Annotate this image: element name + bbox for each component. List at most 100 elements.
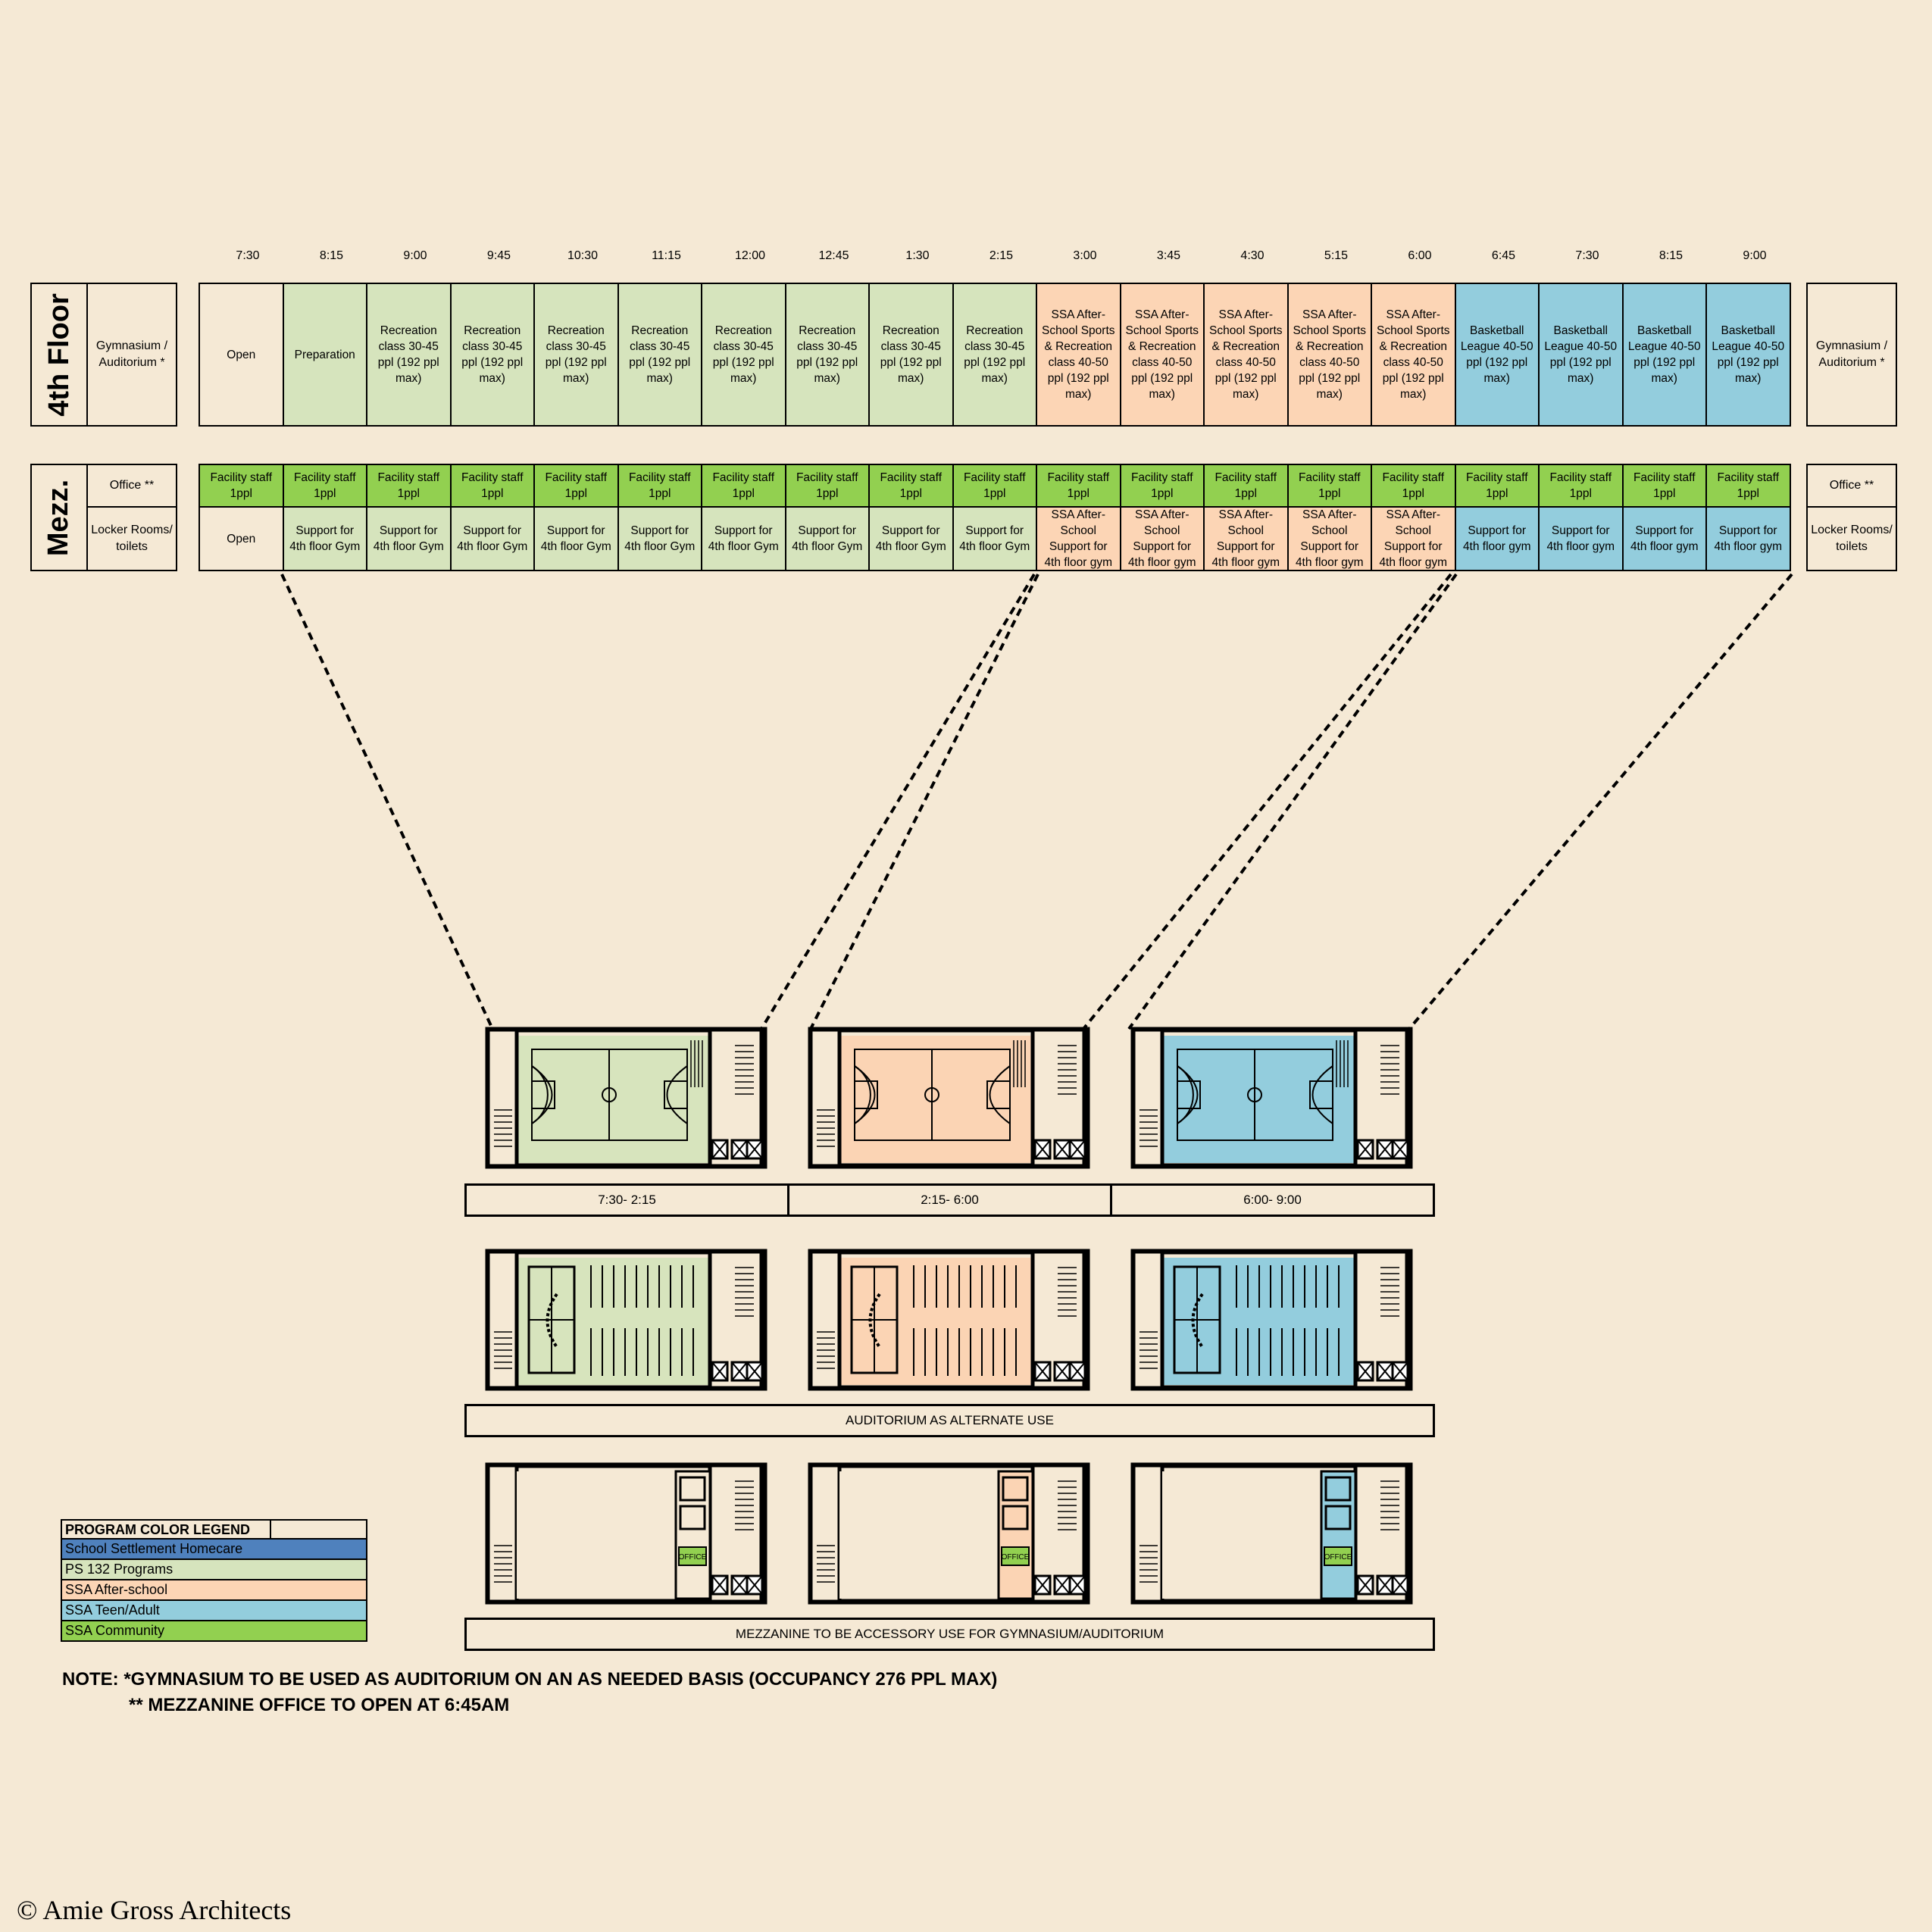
mezzanine-support-slot: Support for 4th floor Gym: [617, 506, 702, 571]
mezzanine-support-slot: Support for 4th floor Gym: [282, 506, 367, 571]
mezzanine-support-slot: Support for 4th floor Gym: [701, 506, 786, 571]
mezzanine-support-slot: Support for 4th floor Gym: [784, 506, 870, 571]
time-label: 7:30: [1575, 249, 1599, 262]
office-tag: OFFICE: [1002, 1553, 1030, 1562]
time-label: 11:15: [652, 249, 681, 262]
connector-lines: [280, 573, 1793, 1030]
fourth-floor-slot: Basketball League 40-50 ppl (192 ppl max…: [1705, 283, 1791, 427]
mezzanine-plan: OFFICE: [1130, 1462, 1413, 1605]
mezzanine-support-slot: Support for 4th floor gym: [1705, 506, 1791, 571]
mezzanine-staff-slot: Facility staff 1ppl: [1203, 464, 1289, 508]
program-color-legend: PROGRAM COLOR LEGEND School Settlement H…: [61, 1519, 367, 1642]
mezzanine-support-slot: Support for 4th floor Gym: [449, 506, 535, 571]
time-label: 12:45: [818, 249, 849, 262]
mezzanine-staff-slot: Facility staff 1ppl: [533, 464, 619, 508]
time-label: 3:00: [1073, 249, 1097, 262]
fourth-floor-slot: SSA After-School Sports & Recreation cla…: [1286, 283, 1372, 427]
fourth-floor-slot: Basketball League 40-50 ppl (192 ppl max…: [1621, 283, 1707, 427]
mezzanine-support-slot: Support for 4th floor Gym: [533, 506, 619, 571]
office-tag: OFFICE: [679, 1553, 707, 1562]
connector-line: [1127, 573, 1458, 1030]
auditorium-plan: [485, 1249, 767, 1391]
time-label: 3:45: [1156, 249, 1181, 262]
legend-title: PROGRAM COLOR LEGEND: [65, 1521, 271, 1538]
legend-item: SSA Teen/Adult: [61, 1601, 367, 1621]
period-label: 7:30- 2:15: [464, 1183, 789, 1217]
gym-plan: [485, 1027, 767, 1169]
period-label: 2:15- 6:00: [787, 1183, 1112, 1217]
time-label: 9:00: [403, 249, 427, 262]
connector-line: [1082, 573, 1452, 1030]
fourth-floor-slot: Recreation class 30-45 ppl (192 ppl max): [366, 283, 452, 427]
period-label: 6:00- 9:00: [1110, 1183, 1435, 1217]
time-label: 4:30: [1240, 249, 1265, 262]
mezzanine-staff-slot: Facility staff 1ppl: [868, 464, 954, 508]
mezzanine-plan: OFFICE: [808, 1462, 1090, 1605]
time-label: 2:15: [989, 249, 1014, 262]
connector-line: [760, 573, 1036, 1030]
time-label: 9:00: [1743, 249, 1767, 262]
time-label: 8:15: [319, 249, 344, 262]
locker-room-label: Locker Rooms/ toilets: [86, 506, 177, 571]
fourth-floor-slot: Recreation class 30-45 ppl (192 ppl max): [868, 283, 954, 427]
note-line-2: ** MEZZANINE OFFICE TO OPEN AT 6:45AM: [129, 1695, 510, 1715]
fourth-floor-slot: Recreation class 30-45 ppl (192 ppl max): [617, 283, 702, 427]
mezzanine-staff-slot: Facility staff 1ppl: [1036, 464, 1121, 508]
time-label: 6:00: [1408, 249, 1432, 262]
time-label: 8:15: [1658, 249, 1683, 262]
mezzanine-support-slot: Support for 4th floor gym: [1621, 506, 1707, 571]
gym-room-label: Gymnasium / Auditorium *: [86, 283, 177, 427]
mezzanine-support-slot: SSA After-School Support for 4th floor g…: [1036, 506, 1121, 571]
connector-line: [809, 574, 1039, 1030]
time-label: 10:30: [567, 249, 599, 262]
legend-title-row: PROGRAM COLOR LEGEND: [61, 1519, 367, 1540]
legend-item: SSA Community: [61, 1621, 367, 1642]
locker-room-label-right: Locker Rooms/ toilets: [1806, 506, 1897, 571]
mezzanine-staff-slot: Facility staff 1ppl: [282, 464, 367, 508]
mezzanine-support-slot: SSA After-School Support for 4th floor g…: [1203, 506, 1289, 571]
legend-item: School Settlement Homecare: [61, 1540, 367, 1560]
fourth-floor-slot: SSA After-School Sports & Recreation cla…: [1371, 283, 1456, 427]
time-label: 6:45: [1491, 249, 1516, 262]
copyright-credit: © Amie Gross Architects: [17, 1895, 292, 1925]
fourth-floor-slot: SSA After-School Sports & Recreation cla…: [1036, 283, 1121, 427]
fourth-floor-slot: Basketball League 40-50 ppl (192 ppl max…: [1538, 283, 1624, 427]
mezzanine-support-slot: SSA After-School Support for 4th floor g…: [1286, 506, 1372, 571]
fourth-floor-slot: Recreation class 30-45 ppl (192 ppl max): [533, 283, 619, 427]
connector-line: [280, 574, 494, 1030]
fourth-floor-slot: SSA After-School Sports & Recreation cla…: [1203, 283, 1289, 427]
mezzanine-staff-slot: Facility staff 1ppl: [1705, 464, 1791, 508]
fourth-floor-slot: Recreation class 30-45 ppl (192 ppl max): [701, 283, 786, 427]
mezzanine-support-slot: SSA After-School Support for 4th floor g…: [1119, 506, 1205, 571]
mezzanine-staff-slot: Facility staff 1ppl: [1371, 464, 1456, 508]
fourth-floor-slot: Recreation class 30-45 ppl (192 ppl max): [952, 283, 1037, 427]
note-line-1: NOTE: *GYMNASIUM TO BE USED AS AUDITORIU…: [62, 1669, 998, 1690]
mezzanine-support-slot: Support for 4th floor gym: [1538, 506, 1624, 571]
connector-line: [1408, 573, 1793, 1030]
mezzanine-support-slot: Support for 4th floor Gym: [868, 506, 954, 571]
fourth-floor-slot: Basketball League 40-50 ppl (192 ppl max…: [1454, 283, 1540, 427]
auditorium-plan: [808, 1249, 1090, 1391]
gym-plan: [808, 1027, 1090, 1169]
mezzanine-support-slot: SSA After-School Support for 4th floor g…: [1371, 506, 1456, 571]
mezzanine-staff-slot: Facility staff 1ppl: [617, 464, 702, 508]
time-label: 1:30: [905, 249, 930, 262]
mezzanine-staff-slot: Facility staff 1ppl: [366, 464, 452, 508]
mezzanine-band: MEZZANINE TO BE ACCESSORY USE FOR GYMNAS…: [464, 1618, 1435, 1651]
gym-room-label-right: Gymnasium / Auditorium *: [1806, 283, 1897, 427]
gym-plan: [1130, 1027, 1413, 1169]
mezzanine-staff-slot: Facility staff 1ppl: [199, 464, 284, 508]
office-tag: OFFICE: [1324, 1553, 1352, 1562]
mezzanine-plan: OFFICE: [485, 1462, 767, 1605]
fourth-floor-slot: Preparation: [282, 283, 367, 427]
legend-item: PS 132 Programs: [61, 1560, 367, 1580]
time-label: 12:00: [734, 249, 766, 262]
mezzanine-staff-slot: Facility staff 1ppl: [1454, 464, 1540, 508]
mezzanine-support-slot: Support for 4th floor Gym: [366, 506, 452, 571]
auditorium-band: AUDITORIUM AS ALTERNATE USE: [464, 1404, 1435, 1437]
mezzanine-support-slot: Support for 4th floor gym: [1454, 506, 1540, 571]
legend-item: SSA After-school: [61, 1580, 367, 1601]
auditorium-plan: [1130, 1249, 1413, 1391]
time-label: 7:30: [236, 249, 260, 262]
